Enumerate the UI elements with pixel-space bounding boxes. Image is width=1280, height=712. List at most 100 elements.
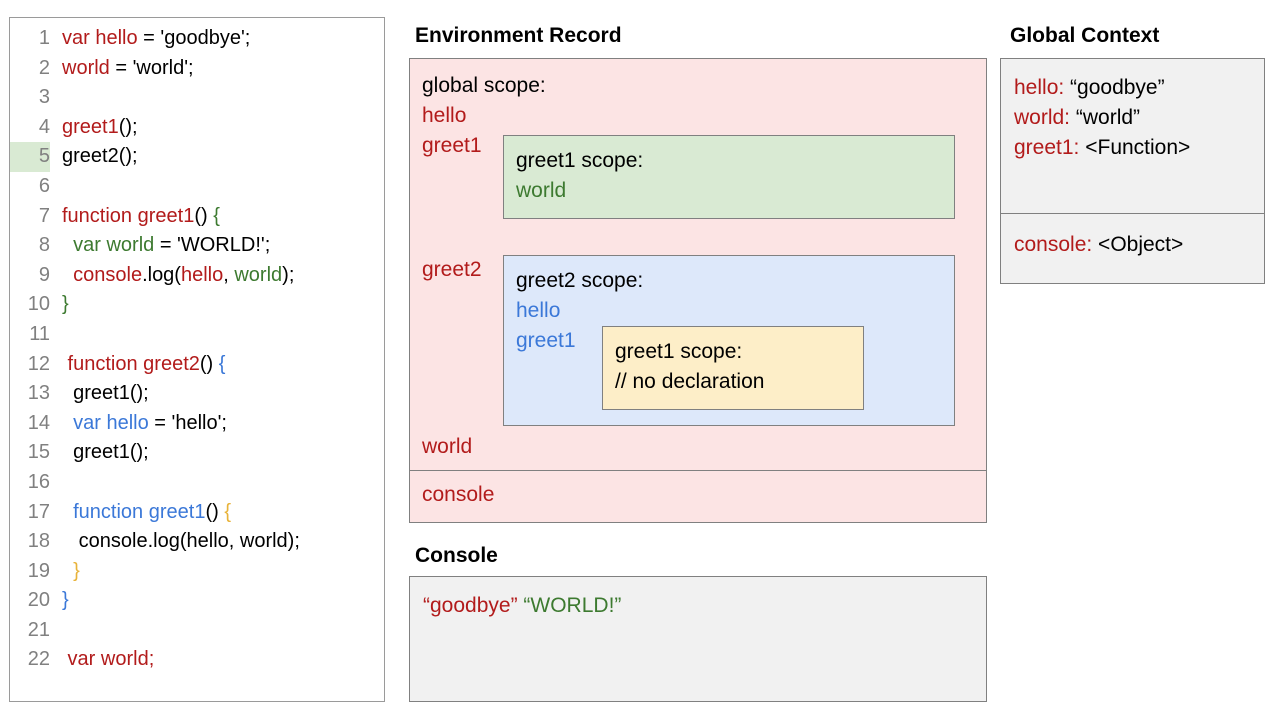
code-token: hello [180,263,224,286]
code-line[interactable]: 13 greet1(); [10,379,384,409]
greet1-nested-scope-comment: // no declaration [615,370,765,393]
line-number: 19 [27,559,50,582]
code-line-text: var hello = 'hello'; [50,409,227,439]
code-token: console [73,263,143,286]
line-number: 10 [27,293,50,316]
code-token: () [199,352,219,375]
greet2-scope-heading: greet2 scope: [516,269,644,292]
code-line[interactable]: 14 var hello = 'hello'; [10,409,384,439]
code-token: ); [282,263,295,286]
console-output-token: “WORLD!” [523,594,622,617]
console-panel[interactable]: “goodbye” “WORLD!” [409,576,987,702]
code-line[interactable]: 19 } [10,557,384,587]
code-line-text: function greet2() { [50,350,226,380]
code-token: = 'world'; [109,56,194,79]
code-token: var hello [62,27,138,49]
code-token: function greet2 [62,352,200,375]
code-line[interactable]: 3 [10,83,384,113]
environment-record-panel: global scope: hello greet1 greet1 scope:… [409,58,987,523]
line-number: 15 [27,441,50,464]
code-token [62,412,73,434]
code-token: } [62,589,69,612]
code-line-text: var hello = 'goodbye'; [50,24,250,54]
code-line-text: var world; [50,645,155,675]
code-line[interactable]: 17 function greet1() { [10,498,384,528]
code-token: greet1(); [62,441,149,464]
code-line[interactable]: 8 var world = 'WORLD!'; [10,231,384,261]
environment-record-console-region: console [410,471,986,523]
global-context-row: world: “world” [1014,103,1264,133]
code-line-text: greet1(); [50,113,138,143]
greet1-scope-declarations: greet1 scope: world [516,146,643,206]
code-token: function greet1 [73,500,206,523]
code-line-text: console.log(hello, world); [50,527,300,557]
global-context-key: hello: [1014,76,1065,99]
code-token: greet2(); [62,145,138,168]
code-line[interactable]: 18 console.log(hello, world); [10,527,384,557]
code-line[interactable]: 22 var world; [10,645,384,675]
line-number: 13 [27,382,50,405]
code-token: greet1(); [62,382,149,405]
global-context-value: <Object> [1092,233,1184,256]
global-var-greet2: greet2 [422,258,482,281]
code-token: } [62,293,69,316]
code-token: { [224,500,232,523]
line-number: 21 [27,618,50,641]
code-line[interactable]: 16 [10,468,384,498]
code-line-text: console.log(hello, world); [50,261,294,291]
code-line[interactable]: 21 [10,616,384,646]
line-number: 17 [27,500,50,523]
global-context-row: hello: “goodbye” [1014,73,1264,103]
greet2-scope-box: greet2 scope: hello greet1 greet1 scope:… [503,255,955,426]
code-token: world [62,56,110,79]
code-line[interactable]: 12 function greet2() { [10,350,384,380]
global-context-key: greet1: [1014,136,1080,159]
environment-record-title: Environment Record [415,24,622,47]
code-line-text: world = 'world'; [50,54,194,84]
code-token [62,560,73,582]
line-number: 22 [27,648,50,671]
code-token: (); [118,115,138,138]
greet1-scope-heading: greet1 scope: [516,149,644,172]
greet1-nested-scope-content: greet1 scope: // no declaration [615,337,764,397]
code-line[interactable]: 9 console.log(hello, world); [10,261,384,291]
code-line[interactable]: 20} [10,586,384,616]
greet1-nested-scope-box: greet1 scope: // no declaration [602,326,864,410]
global-context-title: Global Context [1010,24,1160,47]
code-token: = 'WORLD!'; [154,234,271,257]
code-line[interactable]: 11 [10,320,384,350]
code-line-text: } [50,586,69,616]
line-number: 20 [27,589,50,612]
code-line[interactable]: 6 [10,172,384,202]
code-line-text: function greet1() { [50,202,220,232]
console-output-token: “goodbye” [423,594,518,617]
line-number: 6 [38,174,50,197]
code-line-text: var world = 'WORLD!'; [50,231,270,261]
line-number: 4 [38,115,50,138]
greet2-scope-declarations: greet2 scope: hello greet1 [516,266,643,356]
code-line[interactable]: 10} [10,290,384,320]
code-token [62,264,73,286]
global-context-value: “world” [1070,106,1141,129]
global-context-row: greet1: <Function> [1014,133,1264,163]
code-token: function greet1 [62,204,195,227]
code-token [62,501,73,523]
code-token: greet1 [62,115,119,138]
code-line-text: function greet1() { [50,498,231,528]
code-line[interactable]: 15 greet1(); [10,438,384,468]
line-number: 18 [27,530,50,553]
console-output-line: “goodbye” “WORLD!” [423,591,986,621]
code-line-text: } [50,557,80,587]
code-token: .log( [142,263,181,286]
greet1-scope-box: greet1 scope: world [503,135,955,219]
line-number: 3 [38,86,50,109]
line-number: 16 [27,470,50,493]
code-line-text: } [50,290,69,320]
global-var-world: world [422,435,473,458]
